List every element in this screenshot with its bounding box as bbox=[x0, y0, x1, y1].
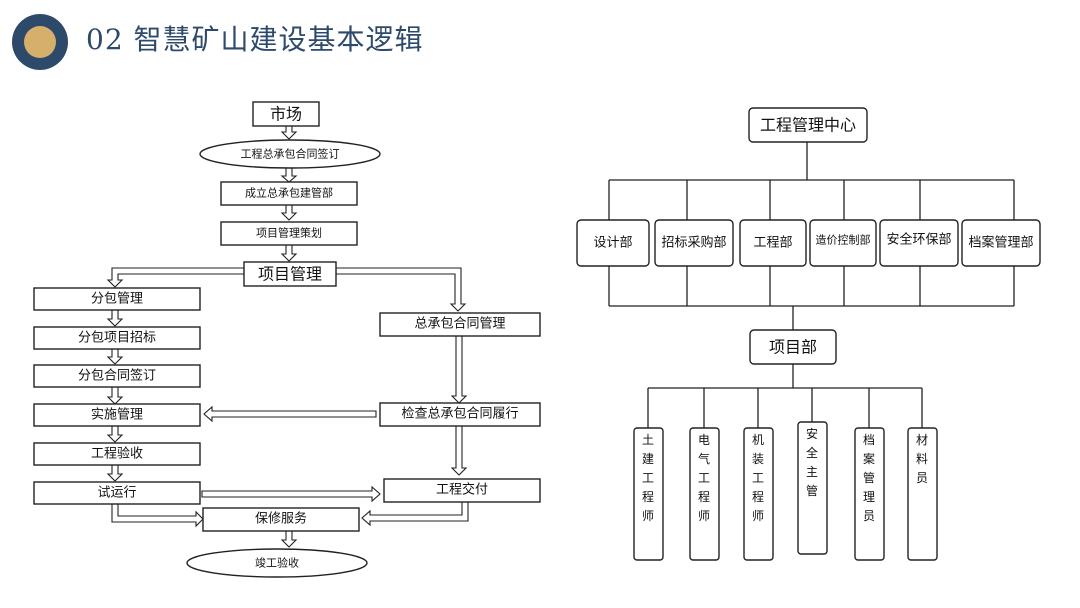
epc-sign-label: 工程总承包合同签订 bbox=[241, 147, 340, 161]
role-box-2 bbox=[743, 427, 774, 561]
final-ellipse bbox=[186, 548, 368, 578]
sub-sign-box bbox=[33, 364, 201, 388]
epc-sign-ellipse bbox=[199, 139, 381, 169]
sub-bid-box bbox=[33, 326, 201, 350]
dept-label-5: 档案管理部 bbox=[968, 236, 1033, 251]
sub-bid-label: 分包项目招标 bbox=[78, 331, 156, 346]
page-title: 02 智慧矿山建设基本逻辑 bbox=[86, 23, 424, 56]
sub-mgmt-box bbox=[33, 287, 201, 311]
delivery-label: 工程交付 bbox=[436, 482, 488, 498]
section-badge bbox=[12, 14, 68, 70]
warranty-label: 保修服务 bbox=[255, 511, 307, 527]
dept-label-0: 设计部 bbox=[593, 236, 632, 251]
role-label-4: 档案管理员 bbox=[863, 433, 875, 523]
impl-label: 实施管理 bbox=[91, 408, 143, 423]
role-label-2: 机装工程师 bbox=[752, 433, 764, 523]
project-dept-label: 项目部 bbox=[769, 338, 817, 357]
dept-box-1 bbox=[654, 219, 734, 267]
dept-label-3: 造价控制部 bbox=[816, 233, 871, 247]
market-box bbox=[252, 101, 320, 127]
check-box bbox=[379, 402, 541, 427]
dept-label-1: 招标采购部 bbox=[661, 235, 726, 251]
dept-box-5 bbox=[961, 219, 1041, 267]
role-box-5 bbox=[907, 427, 938, 561]
role-box-1 bbox=[689, 427, 720, 561]
warranty-box bbox=[202, 507, 360, 532]
dept-label-2: 工程部 bbox=[753, 236, 792, 251]
epc-contract-label: 总承包合同管理 bbox=[414, 317, 505, 332]
role-box-0 bbox=[633, 427, 664, 561]
check-label: 检查总承包合同履行 bbox=[401, 407, 518, 422]
pm-box bbox=[243, 261, 337, 287]
delivery-box bbox=[383, 478, 541, 503]
role-box-4 bbox=[854, 427, 885, 561]
flow-connectors bbox=[106, 123, 469, 548]
dept-box-4 bbox=[879, 219, 959, 267]
dept-box-2 bbox=[739, 219, 807, 267]
planning-box bbox=[220, 221, 358, 246]
role-label-0: 土建工程师 bbox=[642, 433, 654, 523]
dept-box-0 bbox=[576, 219, 650, 267]
flowchart: 市场 工程总承包合同签订 成立总承包建管部 项目管理策划 项目管理 分包管理 分… bbox=[33, 101, 541, 578]
role-label-3: 安全主管 bbox=[806, 426, 818, 498]
epc-contract-box bbox=[379, 312, 541, 337]
project-dept-box bbox=[749, 329, 837, 365]
sub-sign-label: 分包合同签订 bbox=[78, 368, 156, 384]
role-labels: 土建工程师 电气工程师 机装工程师 安全主管 档案管理员 材料员 bbox=[642, 426, 928, 523]
epc-dept-label: 成立总承包建管部 bbox=[245, 186, 333, 200]
impl-box bbox=[33, 403, 201, 427]
trial-box bbox=[33, 481, 201, 505]
role-label-1: 电气工程师 bbox=[698, 433, 710, 523]
sub-mgmt-label: 分包管理 bbox=[91, 292, 143, 307]
role-label-5: 材料员 bbox=[916, 433, 928, 485]
trial-label: 试运行 bbox=[97, 486, 136, 501]
dept-box-3 bbox=[809, 219, 877, 267]
planning-label: 项目管理策划 bbox=[256, 226, 322, 240]
org-center-label: 工程管理中心 bbox=[760, 116, 856, 135]
market-label: 市场 bbox=[270, 105, 302, 124]
role-box-3 bbox=[797, 421, 828, 555]
dept-label-4: 安全环保部 bbox=[886, 232, 951, 248]
org-center-box bbox=[748, 107, 868, 143]
accept-label: 工程验收 bbox=[91, 446, 143, 462]
org-chart: 工程管理中心 设计部 招标采购部 工程部 造价控制部 安全环保部 档案管理部 项… bbox=[576, 107, 1041, 561]
epc-dept-box bbox=[220, 181, 358, 206]
pm-label: 项目管理 bbox=[258, 265, 322, 284]
final-label: 竣工验收 bbox=[255, 556, 299, 570]
accept-box bbox=[33, 442, 201, 466]
